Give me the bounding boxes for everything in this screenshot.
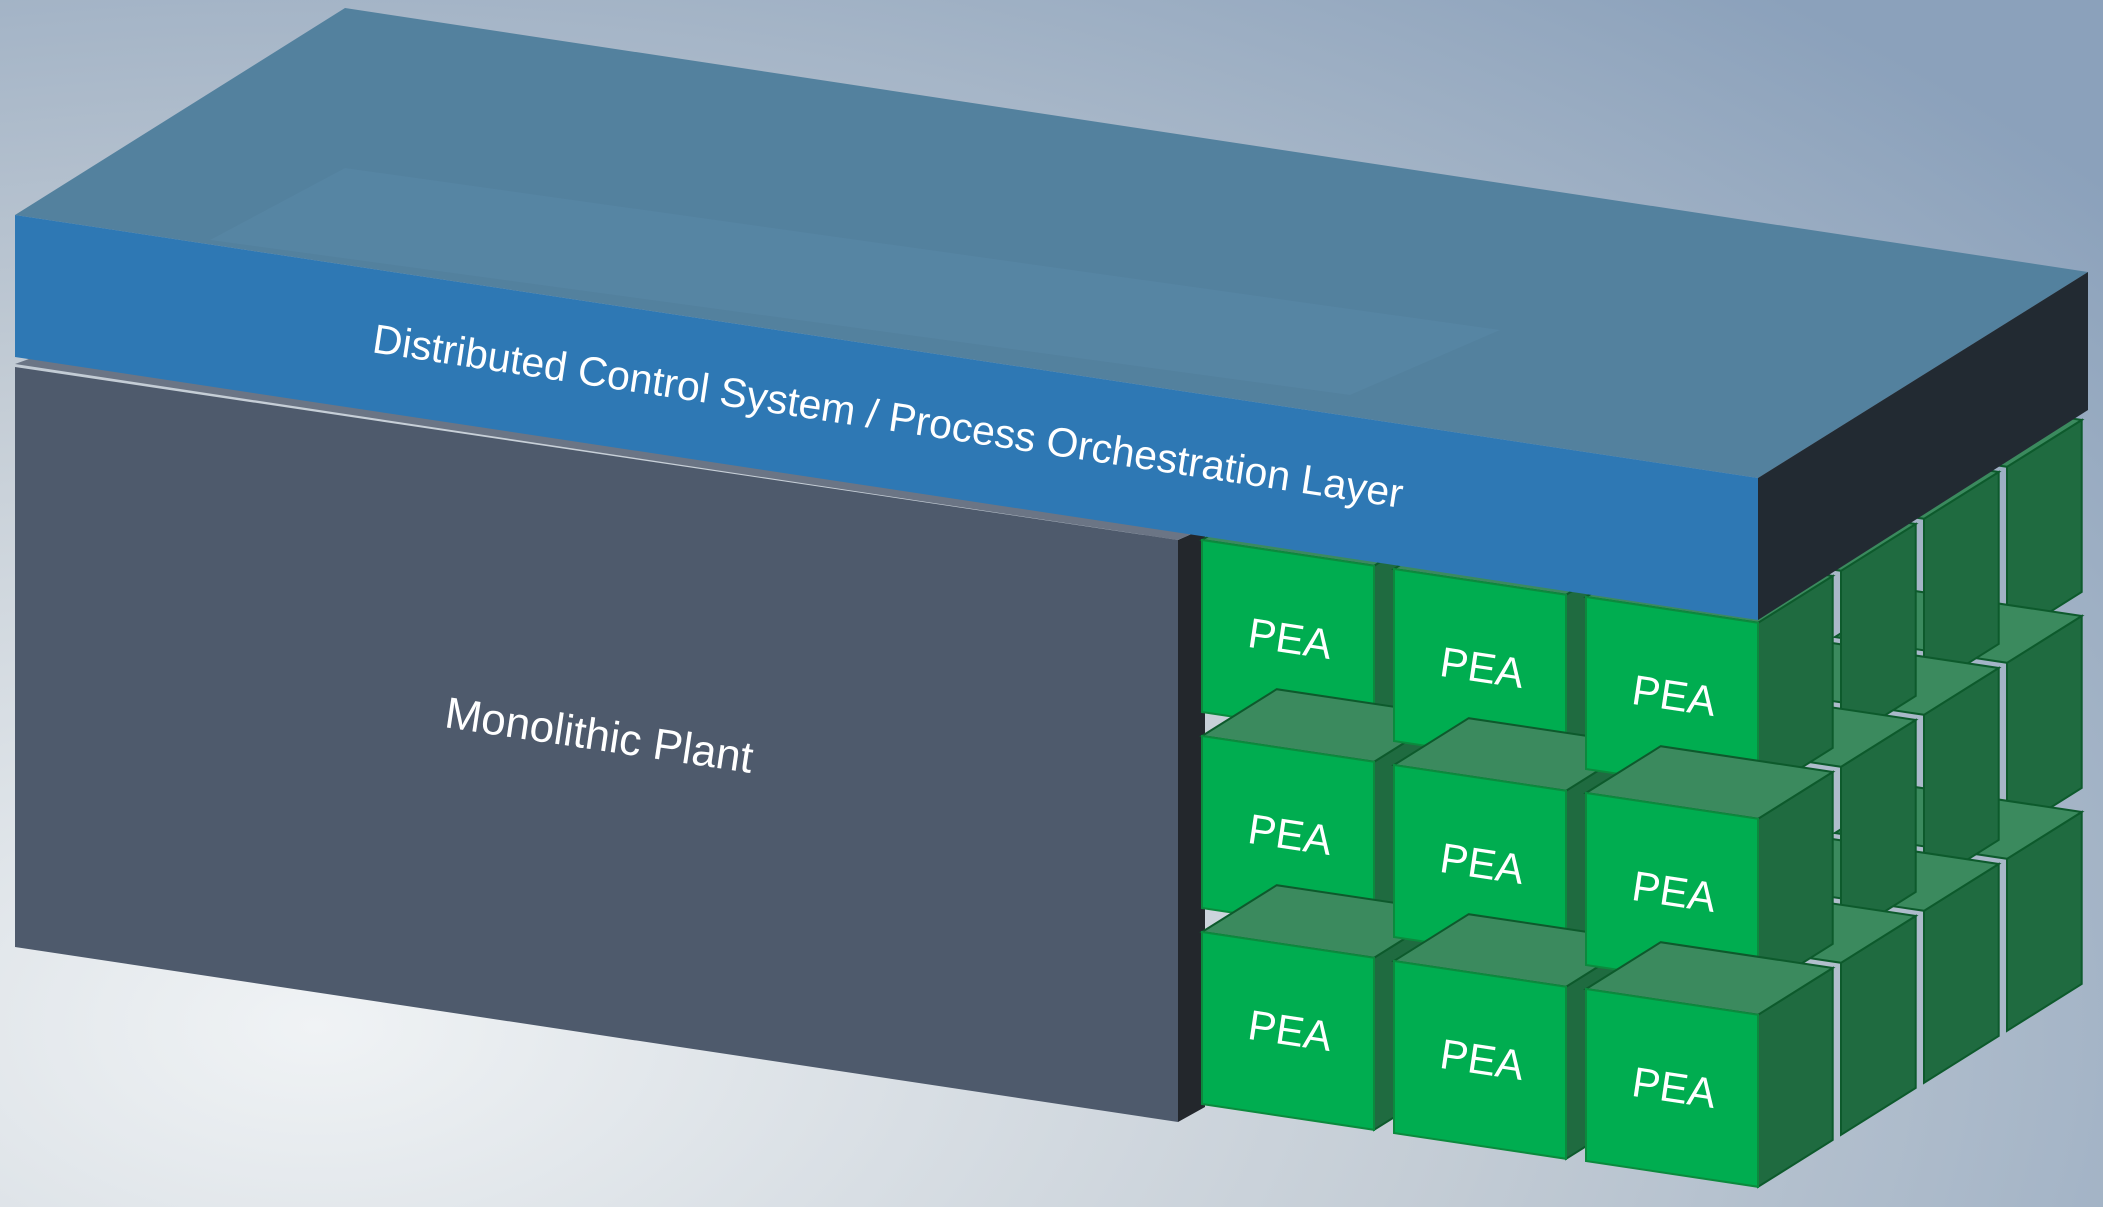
dcs-layer-top xyxy=(15,8,2088,478)
pea-module-front-r3-c3: PEA xyxy=(1583,941,1836,1189)
pea-module-face xyxy=(1393,959,1567,1160)
pea-module-face xyxy=(1201,930,1375,1131)
dcs-layer-top-highlight xyxy=(210,168,1500,395)
pea-module-front-r2-c3: PEA xyxy=(1583,745,1836,993)
monolithic-plant-side xyxy=(1178,528,1205,1122)
dcs-layer-side xyxy=(1758,272,2088,620)
monolithic-plant-front xyxy=(15,367,1178,1122)
dcs-layer-front xyxy=(15,215,1758,620)
pea-module-face xyxy=(1585,987,1759,1188)
